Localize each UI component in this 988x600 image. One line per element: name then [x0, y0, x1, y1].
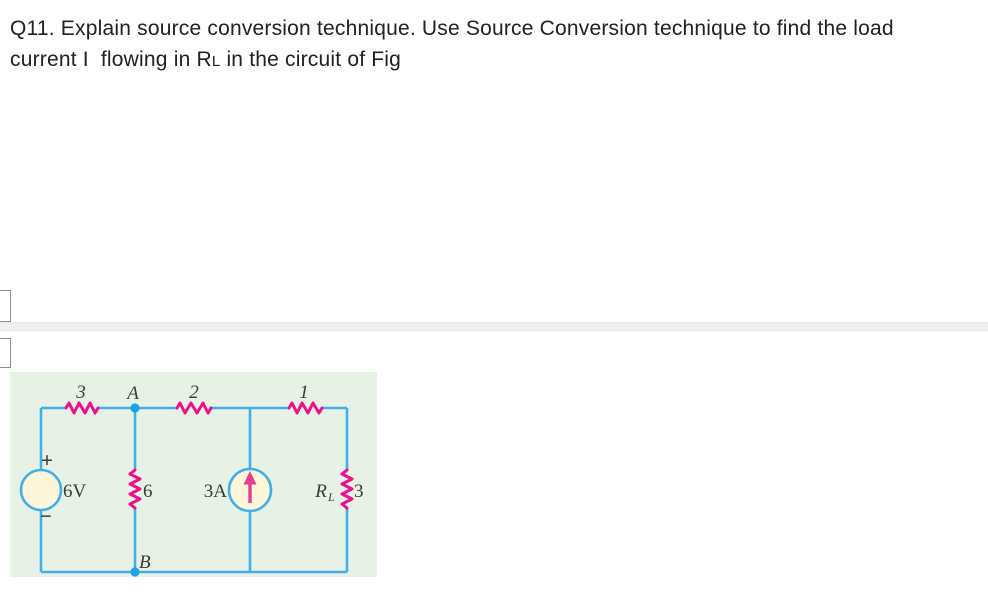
resistor-6ohm-middle	[128, 468, 142, 510]
question-line-2-before: current I flowing in R	[10, 48, 212, 71]
current-arrow-icon	[243, 471, 257, 485]
label-load-resistor-symbol: R	[314, 481, 327, 502]
question-line-2: current I flowing in RL in the circuit o…	[10, 44, 894, 77]
label-current-source-value: 3A	[204, 481, 228, 502]
label-load-resistor-value: 3	[354, 481, 364, 502]
node-b-dot	[130, 567, 140, 577]
voltage-source-minus-sign: −	[40, 504, 52, 528]
load-resistor-rl	[340, 468, 354, 510]
node-a-dot	[130, 403, 140, 413]
label-node-a: A	[125, 383, 139, 404]
answer-input-box-2[interactable]	[0, 338, 11, 368]
voltage-source	[19, 468, 63, 512]
label-resistor-2ohm: 2	[189, 382, 199, 403]
label-load-resistor-subscript: L	[327, 490, 335, 504]
label-resistor-3ohm: 3	[75, 382, 86, 403]
label-voltage-source-value: 6V	[63, 481, 87, 502]
resistor-1ohm-top	[287, 401, 324, 415]
voltage-source-plus-sign: +	[41, 448, 53, 472]
circuit-wires	[39, 406, 349, 574]
label-node-b: B	[139, 552, 151, 573]
circuit-figure: 3 A 2 1 + − 6V 6 3A R L 3 B	[10, 372, 377, 577]
resistor-2ohm-top	[175, 401, 213, 415]
label-resistor-1ohm: 1	[299, 382, 309, 403]
resistor-3ohm-top	[64, 401, 100, 415]
section-divider	[0, 322, 988, 331]
answer-input-box-1[interactable]	[0, 290, 11, 322]
label-resistor-6ohm: 6	[143, 481, 153, 502]
rl-subscript: L	[211, 53, 221, 70]
question-text: Q11. Explain source conversion technique…	[10, 13, 894, 77]
question-line-1: Q11. Explain source conversion technique…	[10, 17, 894, 40]
question-line-2-after: in the circuit of Fig	[220, 48, 402, 71]
